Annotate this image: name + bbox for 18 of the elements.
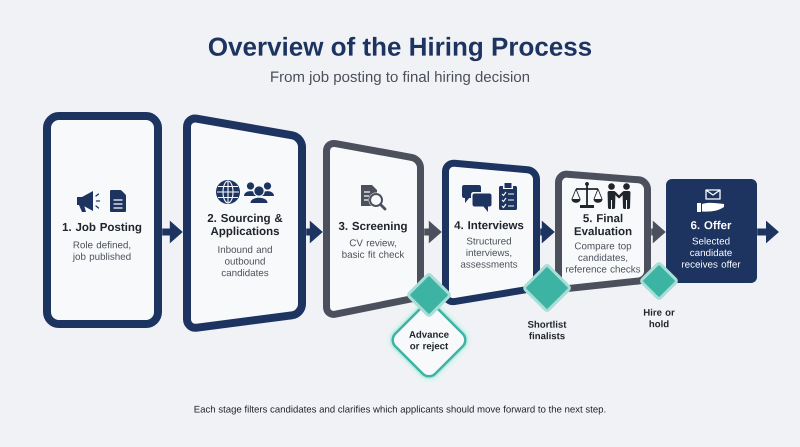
stage-description: CV review, basic fit check: [342, 239, 404, 258]
stage-title: 6. Offer: [690, 220, 732, 230]
stage-description: Compare top candidates, reference checks: [566, 242, 640, 273]
stage-description: Role defined, job published: [72, 241, 130, 262]
stage-description: Structured interviews, assessments: [460, 237, 518, 268]
heading: Overview of the Hiring Process: [208, 36, 592, 62]
stage-title: 4. Interviews: [454, 220, 524, 230]
decision-diamond: [407, 273, 451, 317]
stage-description: Inbound and outbound candidates: [218, 246, 272, 276]
stage-description: Selected candidate receives offer: [682, 237, 740, 268]
stage-title: 2. Sourcing & Applications: [208, 214, 282, 238]
stage-title: 1. Job Posting: [62, 222, 142, 234]
subheading: From job posting to final hiring decision: [271, 71, 530, 85]
decision-label: Shortlist finalists: [528, 320, 566, 340]
decision-label: Hire or hold: [644, 308, 675, 328]
footnote: Each stage filters candidates and clarifies which applicants should move forward to the next step.: [194, 406, 606, 414]
stage-title: 3. Screening: [338, 222, 407, 232]
stage-title: 5. Final Evaluation: [574, 214, 632, 236]
